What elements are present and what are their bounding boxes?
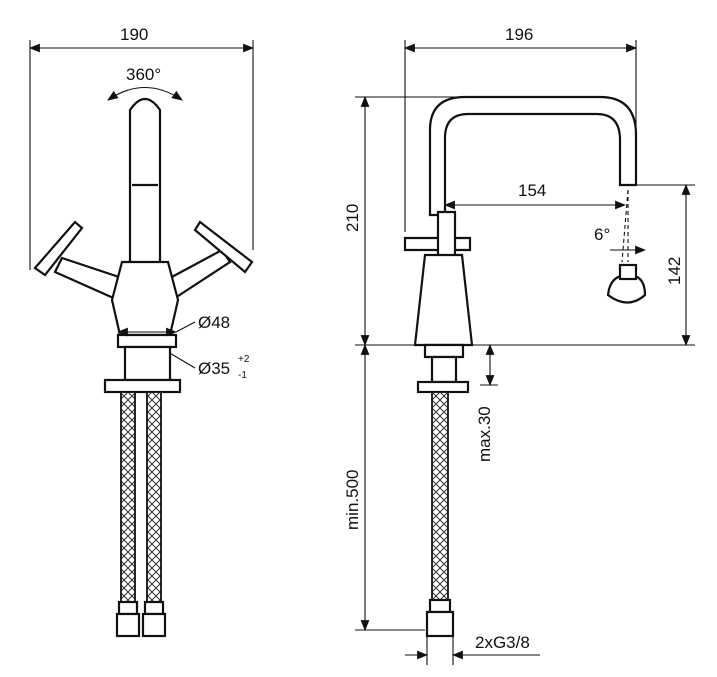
outlet-height-label: 142 (665, 257, 684, 285)
height-label: 210 (343, 204, 362, 232)
base-plate (103, 378, 182, 394)
left-hose (120, 391, 136, 603)
hole-tolerance-minus: -1 (238, 370, 247, 381)
hole-diameter-label: Ø35 (198, 359, 230, 378)
body-diameter-label: Ø48 (198, 313, 230, 332)
spout (128, 97, 162, 267)
angle-label: 6° (594, 225, 610, 244)
side-nut (425, 610, 455, 638)
side-view: 196 210 154 142 6° max.30 min.500 (343, 25, 695, 665)
side-body (413, 253, 474, 347)
side-hose (431, 391, 449, 601)
right-hose (146, 391, 162, 603)
right-handle (168, 248, 232, 300)
left-cross (33, 220, 84, 277)
rotation-label: 360° (126, 65, 161, 84)
left-nut (115, 612, 141, 638)
right-cross (193, 220, 254, 274)
hose-length-label: min.500 (343, 470, 362, 530)
right-nut (141, 612, 167, 638)
side-width-label: 196 (505, 25, 533, 44)
left-handle (53, 256, 124, 302)
max-deck-label: max.30 (475, 406, 494, 462)
faucet-body (110, 260, 180, 337)
rotation-arrow-icon (107, 86, 183, 101)
connection-label: 2xG3/8 (475, 633, 530, 652)
front-view: 190 360° Ø48 Ø35 +2 -1 (28, 25, 255, 638)
front-width-label: 190 (120, 25, 148, 44)
reach-label: 154 (518, 181, 546, 200)
hole-tolerance-plus: +2 (238, 354, 250, 365)
aerator-detail (606, 273, 647, 304)
